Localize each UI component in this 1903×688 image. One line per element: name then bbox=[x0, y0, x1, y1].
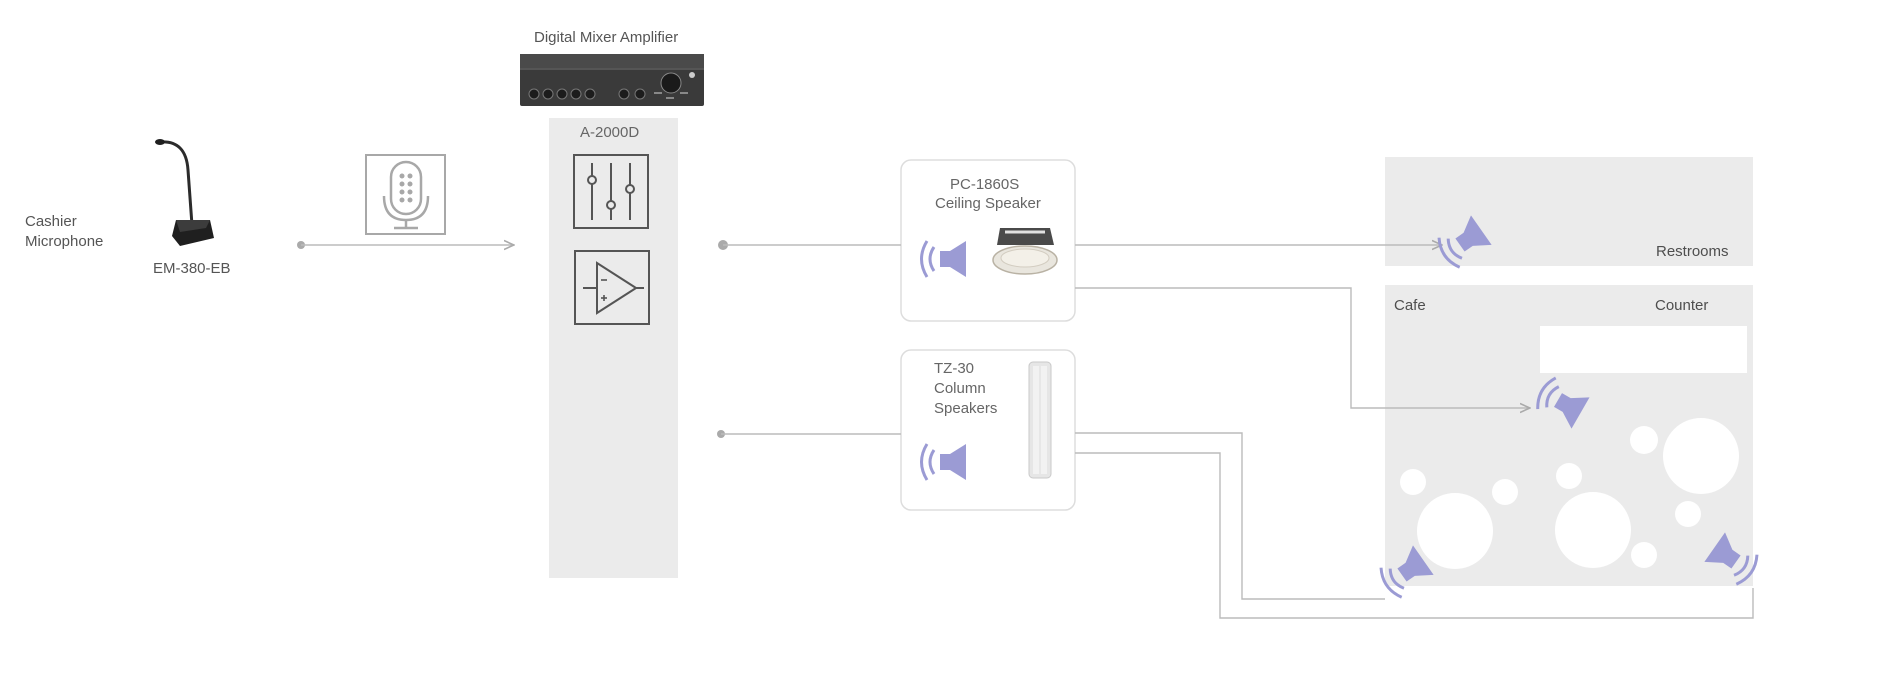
column-speaker-model: TZ-30 bbox=[934, 360, 975, 377]
source-label-line1: Cashier bbox=[25, 213, 77, 230]
cafe-label: Cafe bbox=[1394, 297, 1426, 314]
mixer-device-image bbox=[520, 54, 704, 106]
line-to-cafe-left bbox=[1075, 432, 1385, 600]
restrooms-label: Restrooms bbox=[1656, 243, 1729, 260]
source-label-line2: Microphone bbox=[25, 233, 104, 250]
counter-area bbox=[1540, 326, 1747, 373]
microphone-icon bbox=[365, 154, 446, 235]
source-model: EM-380-EB bbox=[153, 260, 231, 277]
ceiling-speaker-type: Ceiling Speaker bbox=[935, 195, 1041, 212]
ceiling-speaker-model: PC-1860S bbox=[950, 176, 1020, 193]
column-speaker-type-line2: Speakers bbox=[934, 400, 998, 417]
ceiling-speaker-image bbox=[992, 228, 1058, 275]
line-to-cafe-right bbox=[1075, 452, 1754, 619]
gooseneck-microphone-image bbox=[155, 139, 214, 246]
ceiling-speaker-card bbox=[900, 159, 1076, 322]
column-speaker-image bbox=[1028, 361, 1052, 479]
cafe-tables bbox=[1400, 418, 1739, 569]
amplifier-icon bbox=[574, 250, 650, 325]
mixer-model: A-2000D bbox=[580, 124, 640, 141]
counter-label: Counter bbox=[1655, 297, 1709, 314]
mixer-sliders-icon bbox=[573, 154, 649, 229]
restrooms-zone bbox=[1385, 157, 1753, 266]
column-speaker-type-line1: Column bbox=[934, 380, 986, 397]
line-to-counter bbox=[1075, 287, 1530, 408]
mixer-title: Digital Mixer Amplifier bbox=[534, 29, 679, 46]
